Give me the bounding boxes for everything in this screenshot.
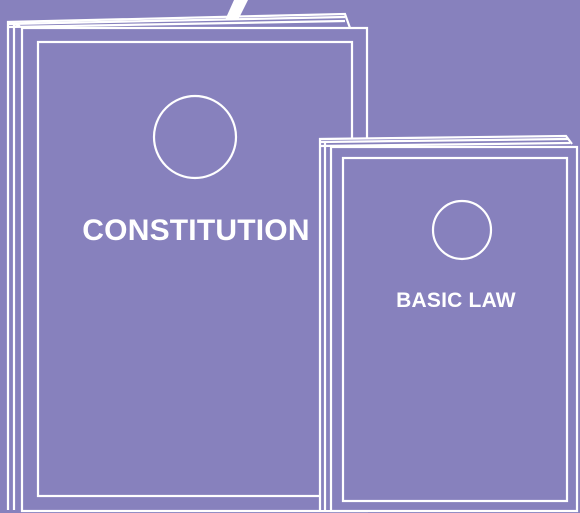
book-title-constitution: CONSTITUTION — [82, 214, 309, 248]
book-title-basic-law: BASIC LAW — [396, 289, 516, 313]
book-cover-mask — [320, 138, 578, 510]
book-basic-law — [320, 136, 578, 511]
